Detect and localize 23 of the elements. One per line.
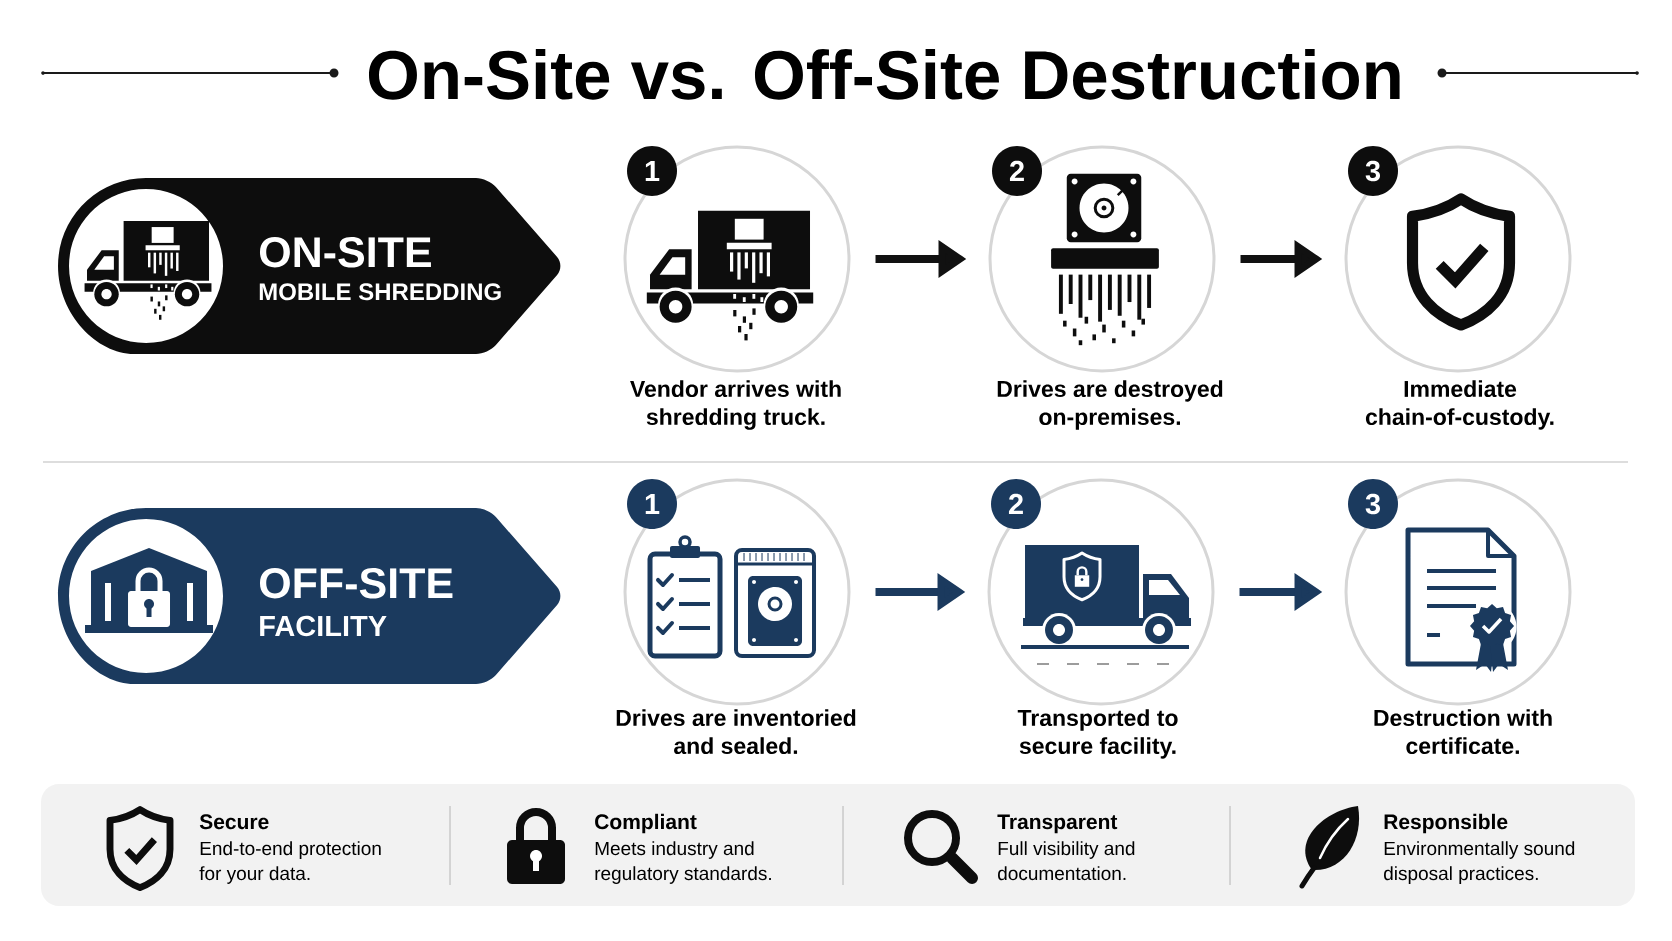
number-badge: 1 (627, 146, 677, 196)
feature-text: Meets industry and regulatory standards. (595, 841, 771, 884)
number-badge: 3 (1348, 146, 1398, 196)
feature-title: Responsible (1384, 813, 1508, 834)
title: On-Site vs. Off-Site Destruction (369, 49, 1400, 100)
feature-title: Transparent (997, 814, 1118, 834)
step-caption: Drives are inventoried and sealed. (616, 709, 856, 755)
step-caption: Destruction with certificate. (1374, 709, 1552, 755)
feature-text: Full visibility and documentation. (998, 841, 1135, 881)
feature-text: Environmentally sound disposal practices. (1384, 841, 1575, 884)
number-badge: 1 (627, 479, 677, 529)
feature-title: Secure (199, 814, 269, 830)
number-badge: 3 (1348, 479, 1398, 529)
number-badge: 2 (991, 479, 1041, 529)
step-caption: Immediate chain-of-custody. (1365, 380, 1554, 430)
step-caption: Drives are destroyed on-premises. (997, 380, 1223, 430)
banner: ON-SITE MOBILE SHREDDING (58, 178, 561, 354)
number-badge: 2 (992, 146, 1042, 196)
feature-title: Compliant (595, 813, 697, 834)
banner: OFF-SITE FACILITY (58, 508, 561, 684)
feature-text: End-to-end protection for your data. (199, 841, 381, 884)
step-caption: Transported to secure facility. (1017, 709, 1178, 759)
step-caption: Vendor arrives with shredding truck. (630, 380, 841, 430)
